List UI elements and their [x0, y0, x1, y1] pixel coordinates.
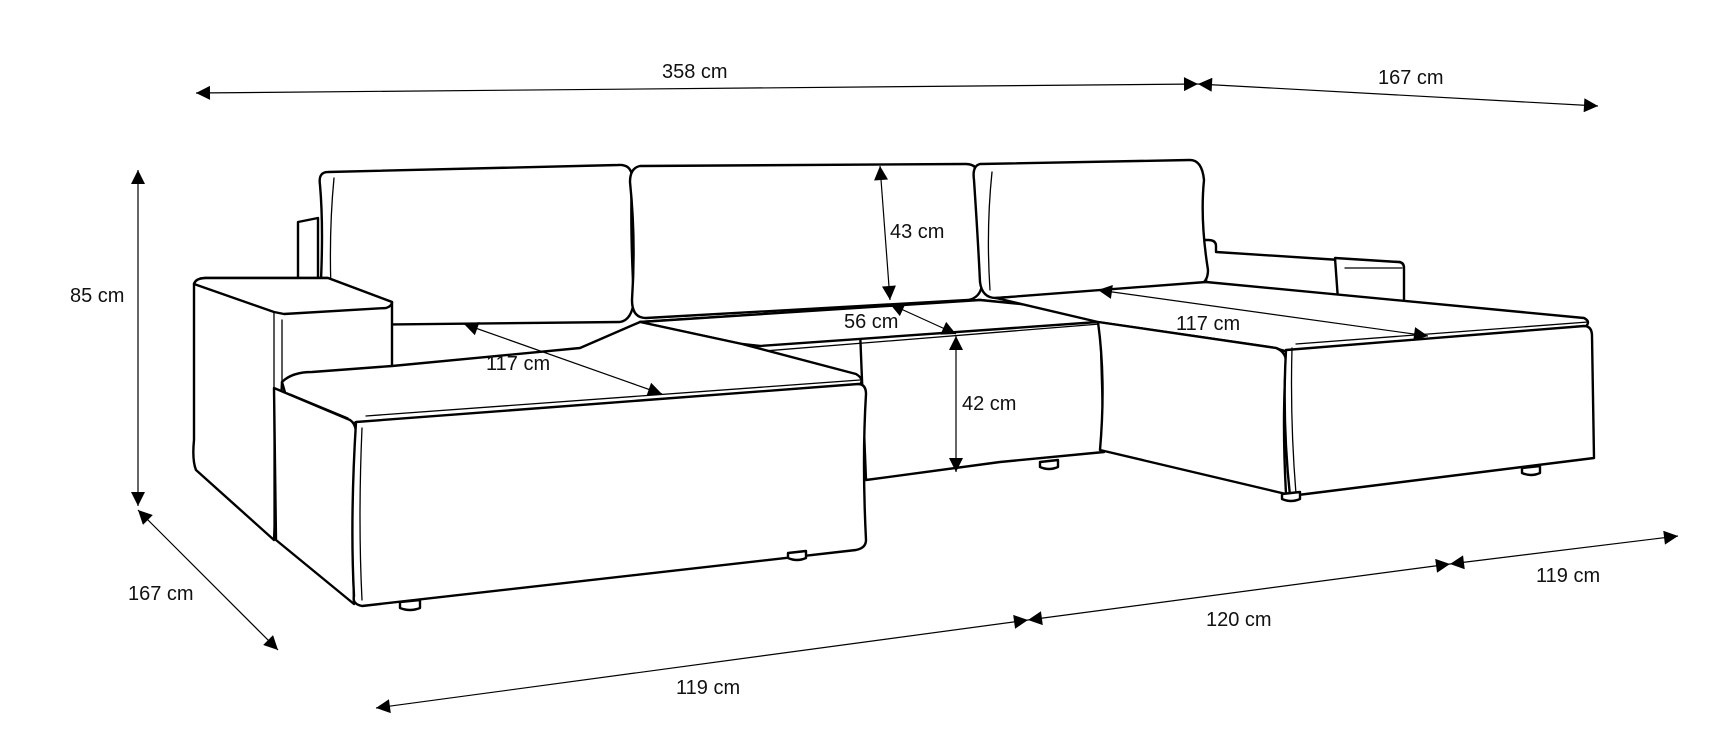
label-back-height: 43 cm	[890, 221, 944, 243]
dim-line-119-front-right	[1449, 530, 1679, 570]
dim-line-167-left	[137, 509, 279, 651]
dim-line-117-left	[463, 322, 663, 396]
left-chaise-front	[351, 382, 868, 608]
label-front-left-segment: 119 cm	[676, 677, 740, 699]
foot-5	[1520, 464, 1542, 477]
label-right-depth-top: 167 cm	[1378, 67, 1444, 89]
dim-line-119-front-left	[375, 614, 1029, 714]
dim-line-56	[889, 303, 957, 335]
dim-line-120-front	[1027, 558, 1451, 626]
dim-line-43	[874, 165, 896, 301]
dim-line-167-top	[1197, 77, 1599, 113]
left-armrest-cap	[192, 276, 394, 316]
foot-3	[1038, 458, 1060, 471]
label-front-middle-segment: 120 cm	[1206, 609, 1272, 631]
label-height: 85 cm	[70, 285, 124, 307]
dimension-labels: 358 cm 167 cm 85 cm 43 cm 56 cm 42 cm 11…	[70, 61, 1600, 699]
label-seat-height: 42 cm	[962, 393, 1016, 415]
label-left-depth: 167 cm	[128, 583, 194, 605]
label-seat-depth: 56 cm	[844, 311, 898, 333]
left-chaise-front-side	[272, 386, 358, 606]
label-total-width: 358 cm	[662, 61, 728, 83]
right-chaise-side	[1283, 324, 1596, 498]
label-front-right-segment: 119 cm	[1536, 565, 1600, 587]
foot-2	[786, 549, 808, 562]
label-right-chaise-length: 117 cm	[1176, 313, 1240, 335]
foot-1	[398, 598, 422, 612]
dimension-lines	[131, 77, 1679, 714]
dim-line-358	[195, 77, 1199, 100]
dim-line-117-right	[1097, 284, 1429, 342]
back-cushion-right	[972, 158, 1210, 300]
foot-4	[1280, 490, 1302, 503]
right-chaise-front	[1096, 320, 1288, 496]
label-left-chaise-length: 117 cm	[486, 353, 550, 375]
